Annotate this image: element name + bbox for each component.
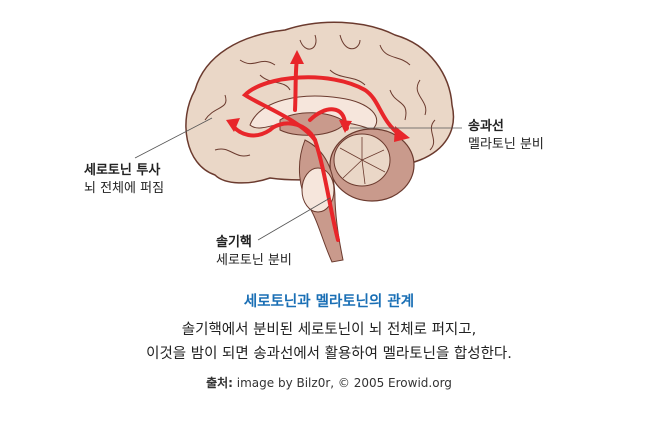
caption-line-2: 이것을 밤이 되면 송과선에서 활용하여 멜라토닌을 합성한다.: [146, 346, 512, 362]
label-pineal-gland: 송과선 멜라토닌 분비: [468, 118, 544, 154]
label-pineal-gland-title: 송과선: [468, 119, 504, 134]
source-prefix: 출처:: [206, 376, 233, 390]
label-serotonin-projection-desc: 뇌 전체에 퍼짐: [84, 181, 165, 196]
label-raphe-nucleus: 솔기핵 세로토닌 분비: [216, 234, 292, 270]
label-serotonin-projection-title: 세로토닌 투사: [84, 163, 161, 178]
label-pineal-gland-desc: 멜라토닌 분비: [468, 137, 544, 152]
caption-line-1: 솔기핵에서 분비된 세로토닌이 뇌 전체로 퍼지고,: [181, 322, 477, 338]
caption-title: 세로토닌과 멜라토닌의 관계: [243, 294, 415, 310]
label-raphe-nucleus-desc: 세로토닌 분비: [216, 253, 292, 268]
brain-diagram: 세로토닌 투사 뇌 전체에 퍼짐 송과선 멜라토닌 분비 솔기핵 세로토닌 분비: [84, 21, 544, 270]
cerebellum: [329, 128, 415, 202]
source-text: image by Bilz0r, © 2005 Erowid.org: [232, 376, 452, 390]
caption-source: 출처: image by Bilz0r, © 2005 Erowid.org: [0, 374, 658, 391]
label-raphe-nucleus-title: 솔기핵: [216, 235, 252, 250]
caption-body: 솔기핵에서 분비된 세로토닌이 뇌 전체로 퍼지고, 이것을 밤이 되면 송과선…: [0, 318, 658, 366]
brain-illustration: [134, 21, 462, 263]
label-serotonin-projection: 세로토닌 투사 뇌 전체에 퍼짐: [84, 162, 164, 198]
